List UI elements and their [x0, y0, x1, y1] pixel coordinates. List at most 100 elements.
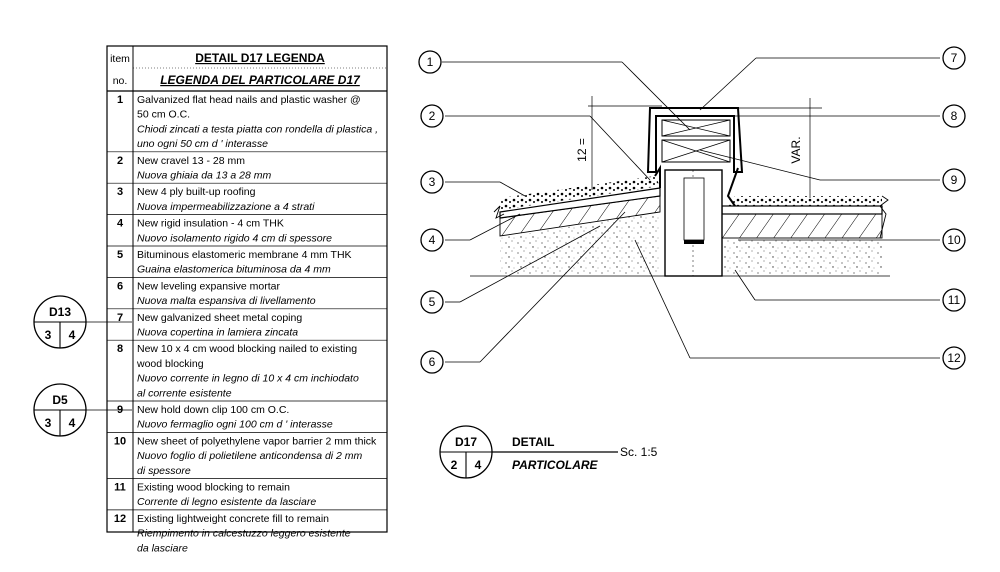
legend-row-number: 1	[117, 94, 123, 106]
callout-5[interactable]: 5	[420, 290, 444, 314]
detail-scale: Sc. 1:5	[620, 445, 658, 459]
dim-right-label: VAR.	[789, 136, 803, 163]
callout-circle	[942, 228, 966, 252]
ref-tag-d5[interactable]: D5 3 4	[33, 383, 132, 437]
callout-number: 1	[427, 55, 434, 69]
callout-10[interactable]: 10	[942, 228, 966, 252]
detail-tag-right: 4	[475, 458, 482, 472]
insulation-right	[721, 213, 883, 239]
legend-row-text-it: Nuovo foglio di polietilene anticondensa…	[137, 450, 363, 462]
roofing-right	[721, 205, 883, 215]
callout-circle	[942, 168, 966, 192]
legend-row-text-en: Existing lightweight concrete fill to re…	[137, 513, 329, 525]
ref-tag-d13[interactable]: D13 3 4	[33, 295, 132, 349]
callout-number: 5	[429, 295, 436, 309]
callout-circle	[942, 104, 966, 128]
legend-row-number: 11	[114, 482, 126, 494]
legend-row-number: 5	[117, 249, 123, 261]
callout-circle	[420, 290, 444, 314]
legend-row-text-it: Chiodi zincati a testa piatta con rondel…	[137, 123, 378, 135]
callout-number: 6	[429, 355, 436, 369]
legend-row-number: 8	[117, 343, 123, 355]
callout-4[interactable]: 4	[420, 228, 444, 252]
legend-row-text-en: New leveling expansive mortar	[137, 280, 280, 292]
callout-12[interactable]: 12	[942, 346, 966, 370]
leader-lines	[442, 57, 940, 363]
callout-circle	[420, 228, 444, 252]
detail-tag-id: D17	[455, 435, 477, 449]
legend-row-text-it: Guaina elastomerica bituminosa da 4 mm	[137, 264, 331, 276]
callout-7[interactable]: 7	[942, 46, 966, 70]
callout-number: 2	[429, 109, 436, 123]
callout-9[interactable]: 9	[942, 168, 966, 192]
legend-col-item-label: item	[110, 53, 130, 65]
legend-row-text-it: Nuovo corrente in legno di 10 x 4 cm inc…	[137, 373, 359, 385]
legend-row-number: 7	[117, 312, 123, 324]
detail-tag-left: 2	[451, 458, 458, 472]
callout-1[interactable]: 1	[418, 50, 442, 74]
legend-row-number: 4	[117, 218, 124, 230]
legend-row-text-it: Corrente di legno esistente da lasciare	[137, 496, 316, 508]
ref-tag-d5-right: 4	[69, 416, 76, 430]
legend-row-text-en: New sheet of polyethylene vapor barrier …	[137, 435, 377, 447]
concrete-fill-right	[722, 238, 882, 276]
gravel-left	[500, 176, 660, 210]
legend-row-text-en: Bituminous elastomeric membrane 4 mm THK	[137, 249, 352, 261]
legend-row-number: 2	[117, 155, 123, 167]
legend-table: item no. DETAIL D17 LEGENDA LEGENDA DEL …	[106, 45, 388, 554]
callout-8[interactable]: 8	[942, 104, 966, 128]
dim-left-label: 12 =	[575, 138, 589, 162]
legend-row-text-it: Nuovo fermaglio ogni 100 cm d ' interass…	[137, 419, 333, 431]
callout-circle	[942, 46, 966, 70]
legend-row-text-en: New rigid insulation - 4 cm THK	[137, 218, 284, 230]
legend-title-en: DETAIL D17 LEGENDA	[195, 51, 325, 65]
callout-circle	[420, 104, 444, 128]
callout-11[interactable]: 11	[942, 288, 966, 312]
callout-2[interactable]: 2	[420, 104, 444, 128]
legend-row-text-en: New hold down clip 100 cm O.C.	[137, 404, 289, 416]
callout-number: 4	[429, 233, 436, 247]
callout-circle	[420, 170, 444, 194]
callout-number: 11	[948, 293, 961, 307]
ref-tag-d13-right: 4	[69, 328, 76, 342]
legend-row-text-it: Nuova impermeabilizzazione a 4 strati	[137, 201, 315, 213]
callout-number: 8	[951, 109, 958, 123]
gravel-right	[727, 196, 882, 206]
callout-number: 12	[947, 351, 961, 365]
legend-row-text-it: al corrente esistente	[137, 387, 232, 399]
callout-number: 7	[951, 51, 958, 65]
ref-tag-d5-id: D5	[52, 393, 68, 407]
callout-circle	[420, 350, 444, 374]
concrete-fill-left	[500, 212, 660, 276]
legend-row-text-it: Nuova ghiaia da 13 a 28 mm	[137, 170, 272, 182]
callout-6[interactable]: 6	[420, 350, 444, 374]
ref-tag-d13-id: D13	[49, 305, 71, 319]
legend-row-text-en: New galvanized sheet metal coping	[137, 312, 302, 324]
detail-title-it: PARTICOLARE	[512, 458, 599, 472]
callout-number: 3	[429, 175, 436, 189]
callout-circle	[942, 288, 966, 312]
detail-title-en: DETAIL	[512, 435, 554, 449]
legend-row-text-it: Riempimento in calcestuzzo leggero esist…	[137, 528, 351, 540]
legend-title-it: LEGENDA DEL PARTICOLARE D17	[160, 73, 361, 87]
legend-row: 5 Bituminous elastomeric membrane 4 mm TH…	[107, 249, 387, 278]
callout-circle	[418, 50, 442, 74]
legend-row-number: 6	[117, 280, 123, 292]
legend-row-text-en: wood blocking	[136, 358, 204, 370]
detail-title-tag[interactable]: D17 2 4 DETAIL PARTICOLARE Sc. 1:5	[439, 425, 658, 479]
ref-tag-d5-left: 3	[45, 416, 52, 430]
ref-tag-d13-left: 3	[45, 328, 52, 342]
callout-3[interactable]: 3	[420, 170, 444, 194]
